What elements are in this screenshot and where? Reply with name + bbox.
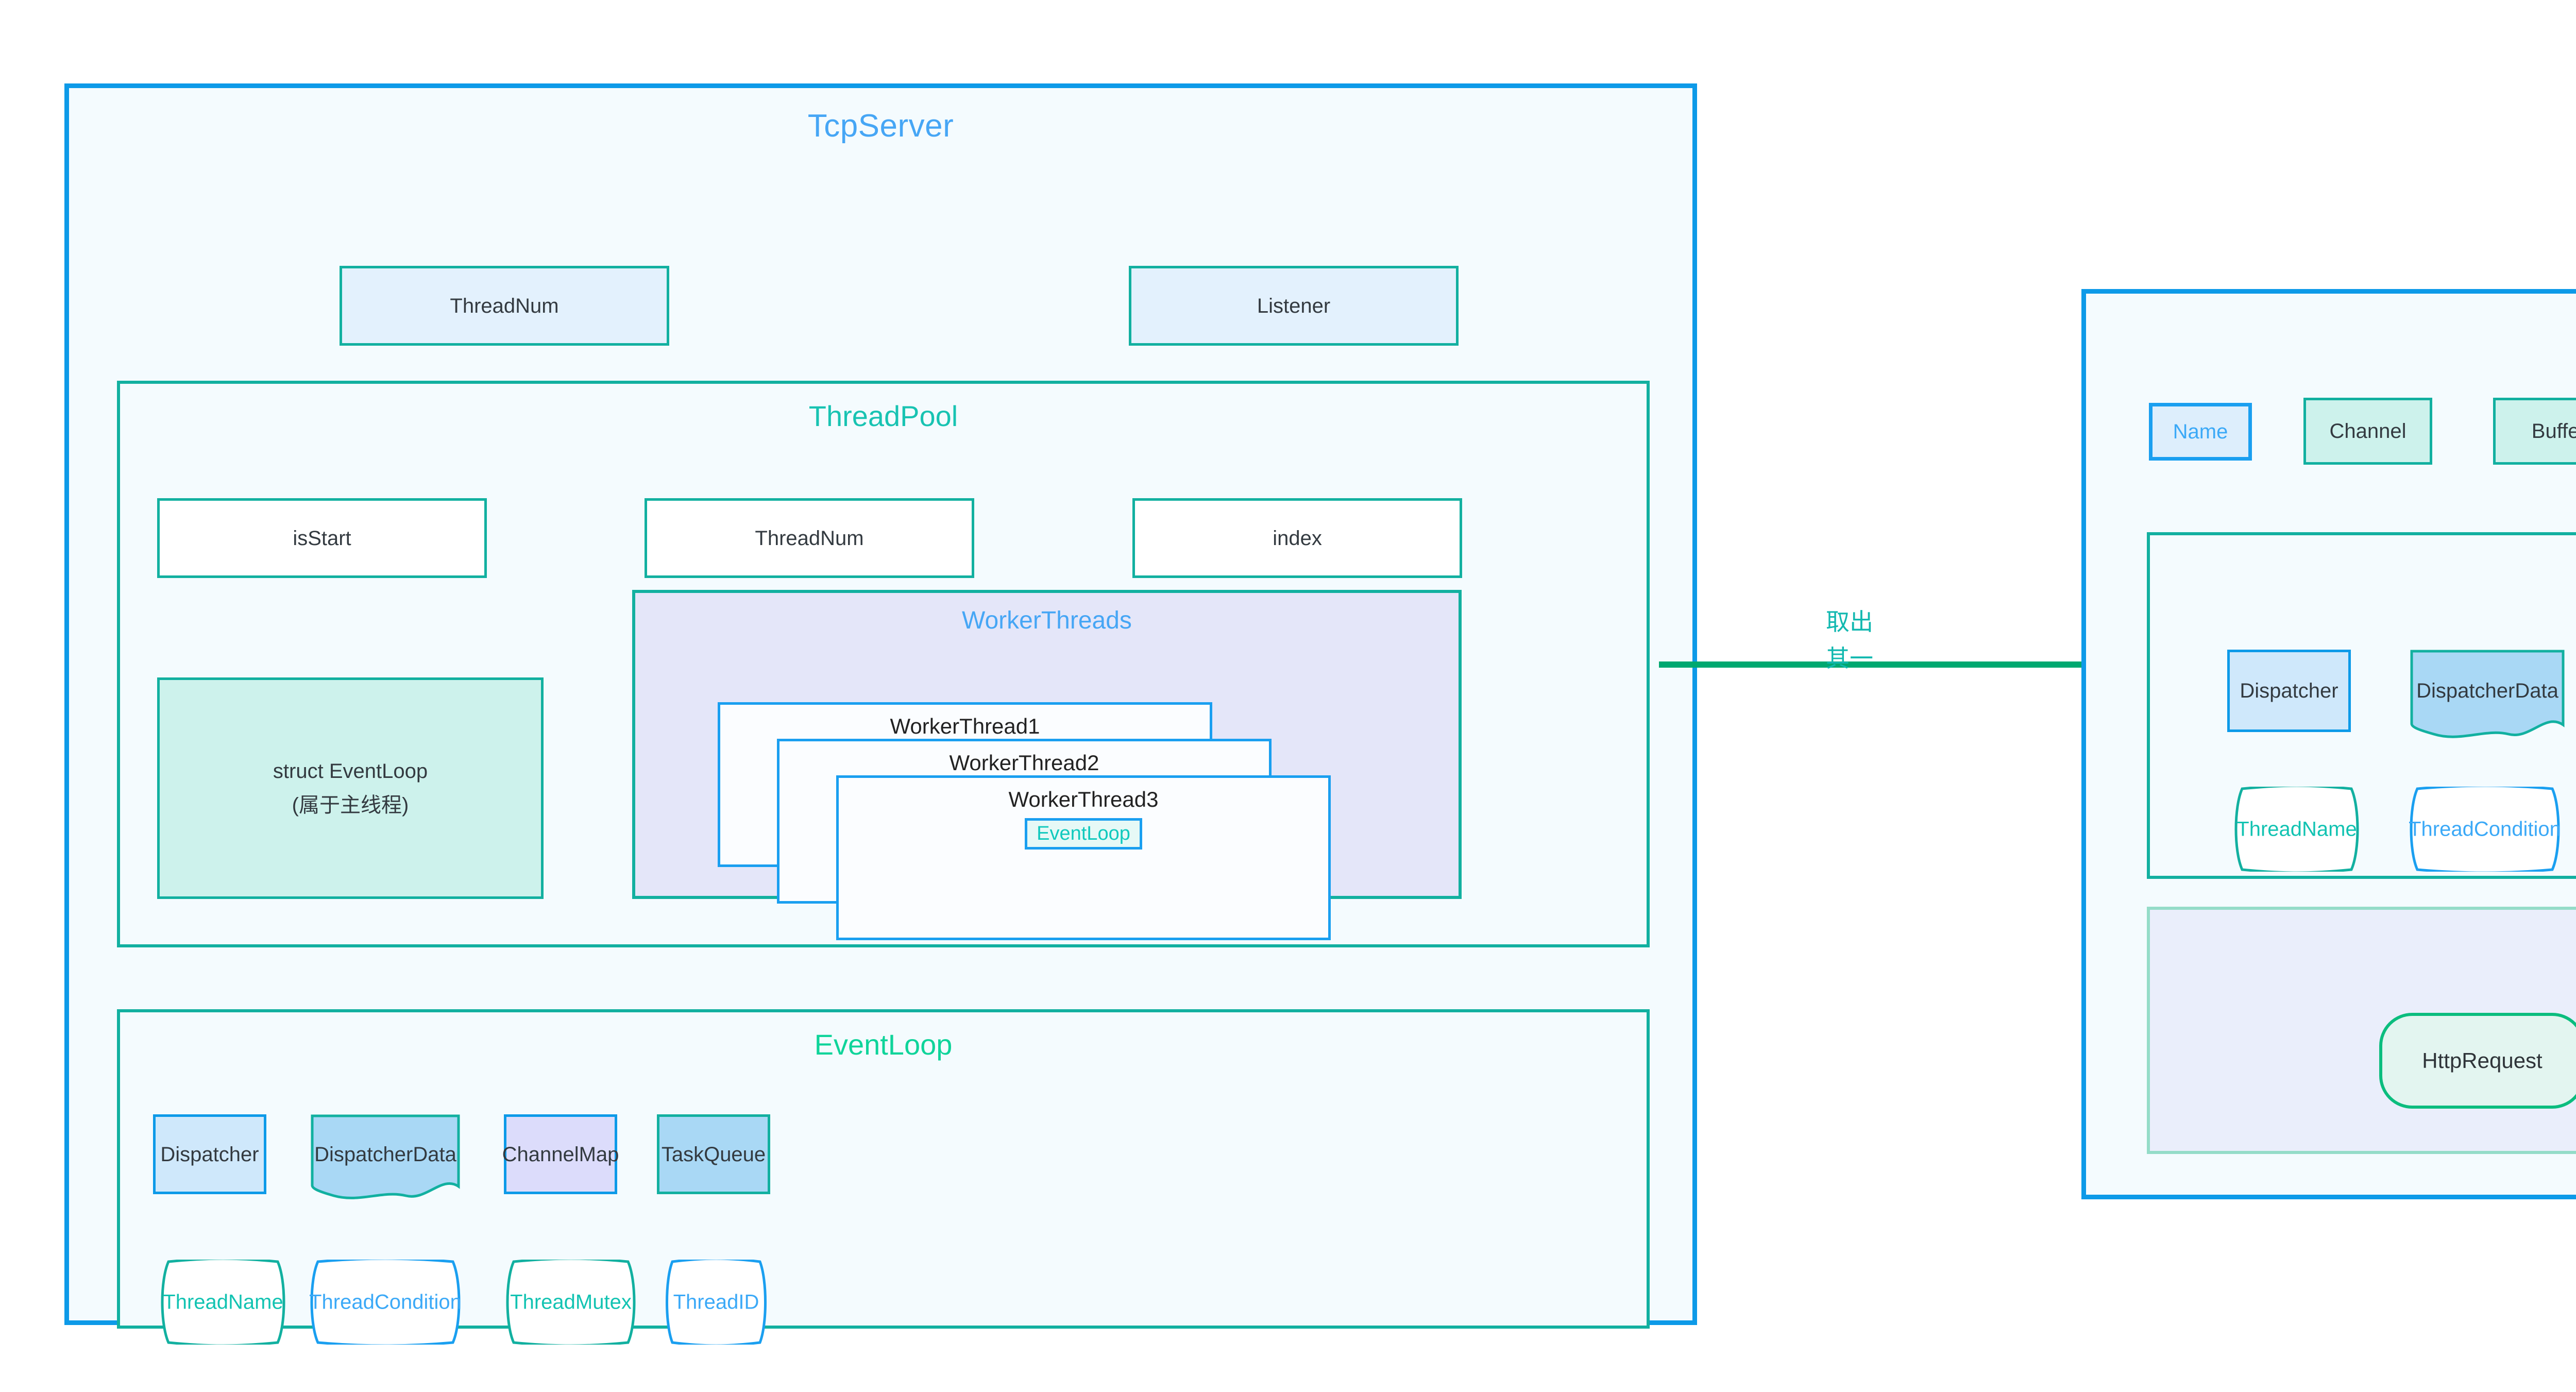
eventloop-node-dispatcherdata[interactable]: DispatcherData — [311, 1114, 460, 1199]
tcp-server-eventloop-title: EventLoop — [814, 1028, 953, 1061]
tcp-server-title: TcpServer — [807, 108, 954, 144]
conn-eventloop-node-dispatcherdata[interactable]: DispatcherData — [2410, 650, 2565, 738]
worker-threads-container: WorkerThreads WorkerThread1 WorkerThread… — [632, 590, 1462, 940]
worker-threads-title: WorkerThreads — [962, 607, 1132, 634]
thread-pool-field-index[interactable]: index — [1132, 498, 1462, 578]
conn-eventloop-node-threadcondition[interactable]: ThreadCondition — [2400, 787, 2570, 872]
thread-pool-title: ThreadPool — [808, 400, 958, 432]
struct-eventloop-line1: struct EventLoop — [273, 760, 428, 783]
eventloop-node-threadname-label: ThreadName — [163, 1291, 283, 1313]
eventloop-node-threadmutex[interactable]: ThreadMutex — [496, 1260, 646, 1345]
worker-thread-2-label: WorkerThread2 — [949, 751, 1099, 775]
struct-eventloop-line2: (属于主线程) — [292, 794, 409, 817]
http-container: Http HttpRequest HttpResponse — [2147, 907, 2576, 1154]
eventloop-node-threadmutex-label: ThreadMutex — [510, 1291, 632, 1313]
eventloop-node-dispatcher[interactable]: Dispatcher — [153, 1114, 266, 1194]
conn-eventloop-node-threadname[interactable]: ThreadName — [2225, 787, 2369, 872]
worker-thread-3-label: WorkerThread3 — [1008, 787, 1159, 811]
tcp-connection-field-name[interactable]: Name — [2149, 403, 2252, 461]
eventloop-node-channelmap[interactable]: ChannelMap — [502, 1114, 619, 1194]
eventloop-node-threadcondition[interactable]: ThreadCondition — [300, 1260, 470, 1345]
tcp-connection-field-channel[interactable]: Channel — [2303, 398, 2432, 465]
worker-thread-3[interactable]: WorkerThread3 EventLoop — [836, 775, 1331, 940]
conn-eventloop-node-dispatcher[interactable]: Dispatcher — [2227, 650, 2351, 732]
thread-pool-struct-eventloop[interactable]: struct EventLoop (属于主线程) — [157, 677, 544, 899]
tcp-connection-title: TcpConnection — [2086, 313, 2576, 350]
eventloop-node-threadname[interactable]: ThreadName — [151, 1260, 295, 1345]
tcp-connection-container: TcpConnection Name Channel Buffer - R Bu… — [2081, 289, 2576, 1199]
eventloop-node-threadcondition-label: ThreadCondition — [309, 1291, 462, 1313]
tcp-server-field-listener[interactable]: Listener — [1129, 266, 1459, 346]
tcp-server-eventloop-container: EventLoop Dispatcher DispatcherData Chan… — [117, 1009, 1650, 1345]
tcp-connection-field-name-label: Name — [2173, 420, 2228, 443]
eventloop-node-dispatcherdata-label: DispatcherData — [314, 1143, 456, 1166]
thread-pool-container: ThreadPool isStart ThreadNum index struc… — [117, 381, 1650, 947]
tcp-server-field-threadnum[interactable]: ThreadNum — [340, 266, 669, 346]
http-node-httprequest[interactable]: HttpRequest — [2379, 1013, 2576, 1109]
worker-thread-1-label: WorkerThread1 — [890, 714, 1040, 738]
thread-pool-field-threadnum[interactable]: ThreadNum — [645, 498, 974, 578]
thread-pool-field-isstart[interactable]: isStart — [157, 498, 487, 578]
connector-label-line1: 取出 — [1826, 608, 1873, 635]
eventloop-node-threadid[interactable]: ThreadID — [657, 1260, 775, 1345]
tcp-server-container: TcpServer ThreadNum Listener ThreadPool … — [64, 83, 1697, 1345]
connector-label-line2: 其一 — [1826, 645, 1873, 672]
eventloop-node-threadid-label: ThreadID — [673, 1291, 759, 1313]
conn-eventloop-node-dispatcherdata-label: DispatcherData — [2416, 680, 2558, 703]
conn-eventloop-node-threadname-label: ThreadName — [2236, 818, 2357, 840]
connector-label: 取出 其一 — [1783, 604, 1917, 677]
tcp-connection-field-buffer-r[interactable]: Buffer - R — [2493, 398, 2576, 465]
eventloop-node-taskqueue[interactable]: TaskQueue — [657, 1114, 770, 1194]
worker-thread-3-eventloop[interactable]: EventLoop — [1025, 818, 1142, 850]
conn-eventloop-node-threadcondition-label: ThreadCondition — [2409, 818, 2561, 840]
http-title: Http — [2150, 927, 2576, 961]
tcp-connection-eventloop-container: EventLoop Dispatcher DispatcherData Chan… — [2147, 532, 2576, 879]
tcp-connection-eventloop-title: EventLoop — [2150, 551, 2576, 584]
